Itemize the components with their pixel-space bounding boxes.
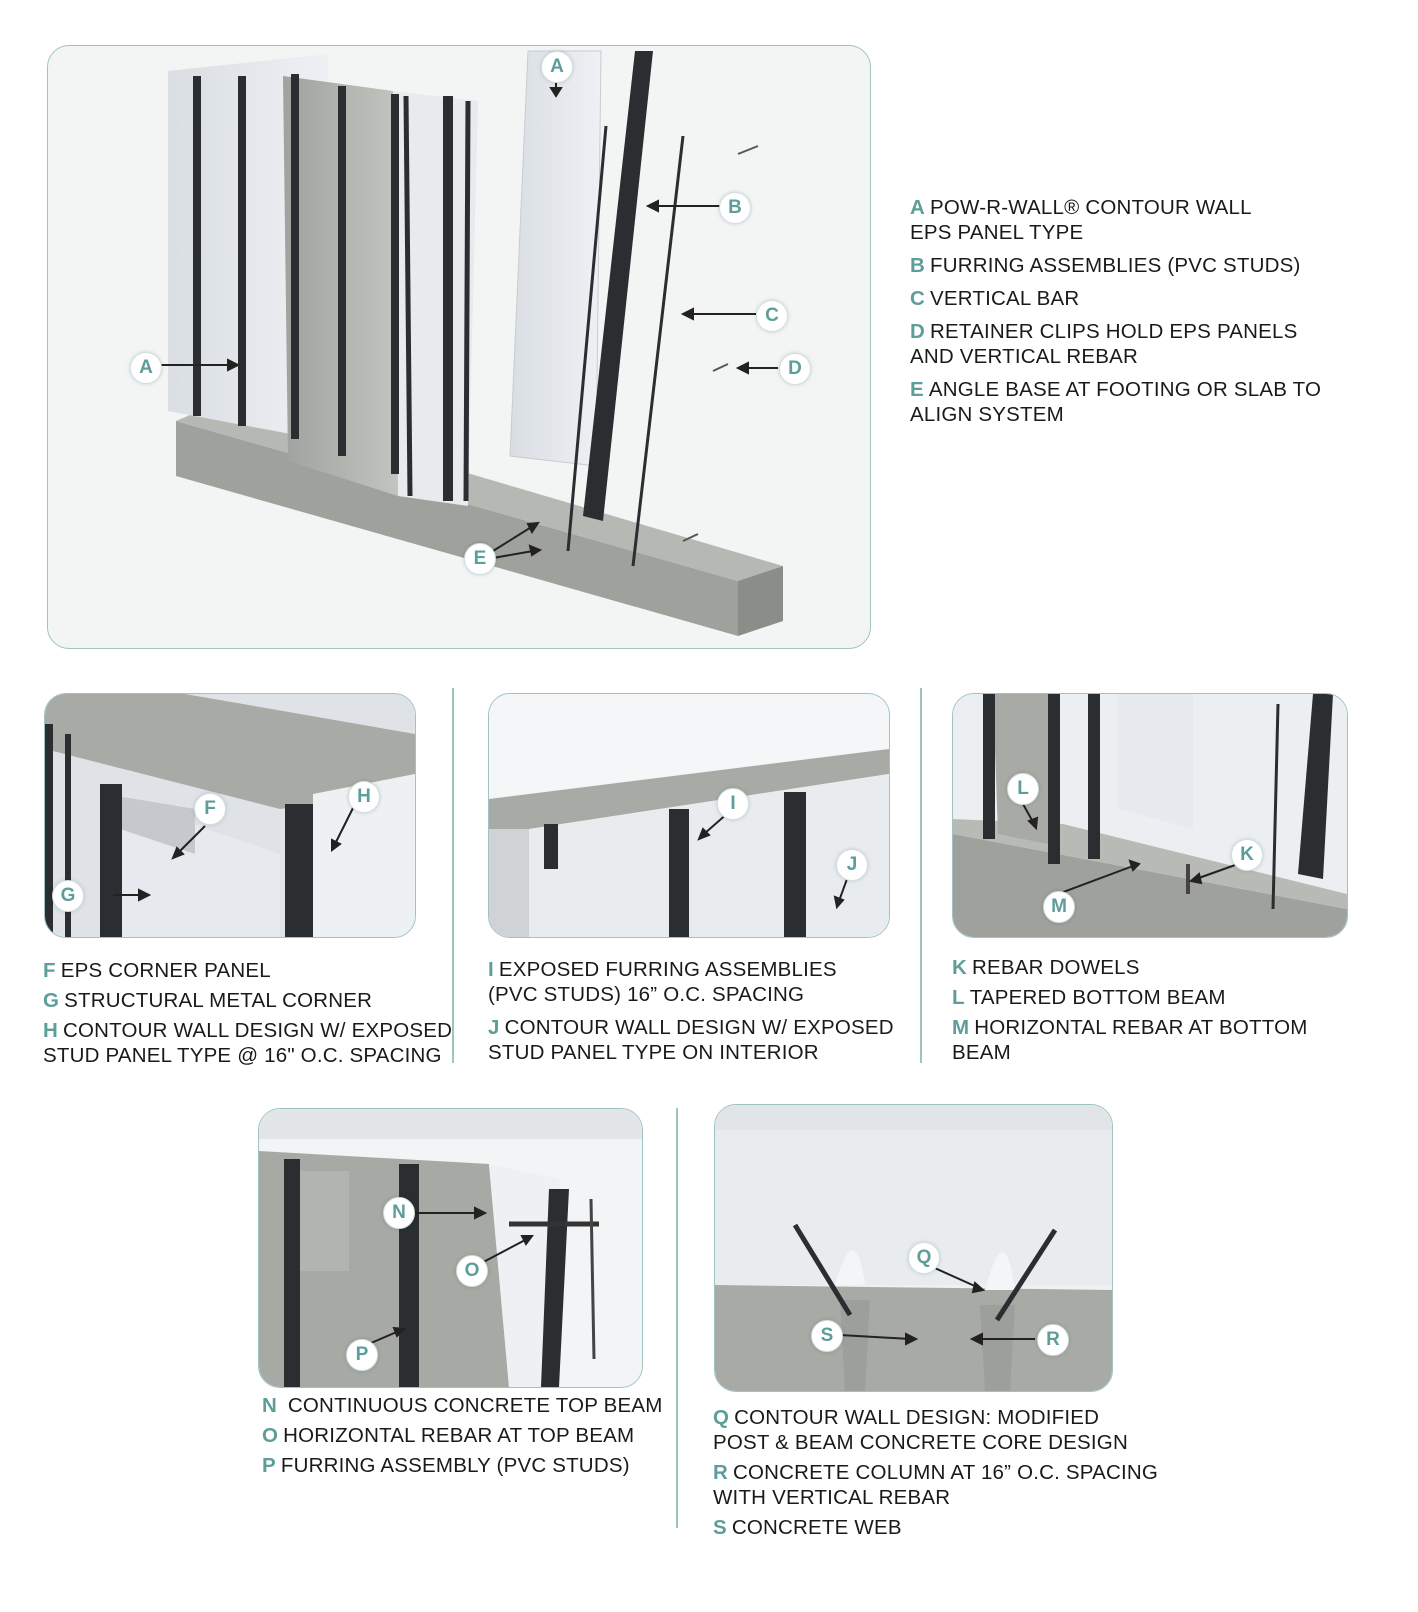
furring-ladder — [403, 95, 471, 502]
callout-b: B — [719, 192, 751, 224]
detail-furring-panel: I J — [488, 693, 890, 938]
detail-top-beam-illustration — [259, 1109, 642, 1387]
main-exploded-view: A A B C D E — [47, 45, 871, 649]
callout-r: R — [1037, 1324, 1069, 1356]
callout-q: Q — [908, 1242, 940, 1274]
callout-c: C — [756, 300, 788, 332]
callout-e: E — [464, 543, 496, 575]
detail-bottom-beam-illustration — [953, 694, 1347, 937]
main-illustration — [160, 50, 783, 636]
callout-n: N — [383, 1197, 415, 1229]
detail-top-beam-panel: N O P — [258, 1108, 643, 1388]
eps-panel-a — [509, 50, 602, 467]
eps-panel-inner — [393, 91, 478, 506]
callout-j: J — [836, 849, 868, 881]
callout-g: G — [52, 880, 84, 912]
legend-item-n: N CONTINUOUS CONCRETE TOP BEAM — [262, 1394, 663, 1417]
divider — [452, 688, 454, 1063]
divider — [676, 1108, 678, 1528]
callout-l: L — [1007, 773, 1039, 805]
callout-k: K — [1231, 839, 1263, 871]
callout-s: S — [811, 1320, 843, 1352]
callout-o: O — [456, 1255, 488, 1287]
retainer-clips — [682, 145, 759, 542]
footing-end — [738, 566, 783, 636]
footing — [176, 421, 738, 636]
callout-f: F — [194, 793, 226, 825]
vertical-bar — [566, 125, 608, 552]
detail-post-beam-panel: Q R S — [714, 1104, 1113, 1392]
detail-corner-illustration — [45, 694, 415, 937]
vertical-bar — [631, 135, 685, 567]
callout-a: A — [130, 352, 162, 384]
divider — [920, 688, 922, 1063]
callout-a: A — [541, 51, 573, 83]
callout-d: D — [779, 353, 811, 385]
detail-corner-panel: F G H — [44, 693, 416, 938]
detail-bottom-beam-panel: K L M — [952, 693, 1348, 938]
callout-m: M — [1043, 891, 1075, 923]
callout-i: I — [717, 788, 749, 820]
wall-studs — [193, 74, 453, 501]
leader-arrows — [160, 79, 778, 559]
callout-p: P — [346, 1339, 378, 1371]
callout-h: H — [348, 781, 380, 813]
stud-b — [583, 51, 653, 521]
detail-furring-illustration — [489, 694, 889, 937]
